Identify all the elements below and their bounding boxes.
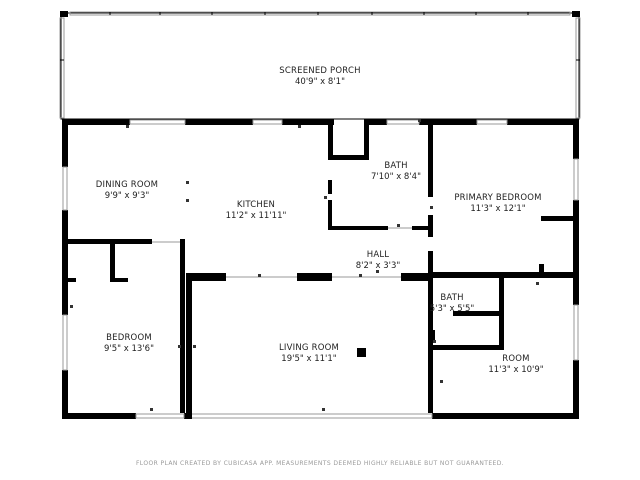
room-dimensions: 5'3" x 5'5" [429, 304, 475, 314]
room-label-dining-room: DINING ROOM 9'9" x 9'3" [96, 180, 158, 202]
room-name: DINING ROOM [95, 180, 159, 190]
door-markers [152, 227, 412, 278]
exterior-walls [62, 119, 579, 419]
footer-disclaimer: FLOOR PLAN CREATED BY CUBICASA APP. MEAS… [135, 460, 505, 467]
room-label-bedroom: BEDROOM 9'5" x 13'6" [104, 333, 154, 355]
room-name: BATH [440, 293, 464, 303]
door-ticks [70, 119, 539, 411]
room-dimensions: 11'3" x 10'9" [488, 365, 544, 375]
room-name: PRIMARY BEDROOM [454, 193, 542, 203]
room-label-primary-bedroom: PRIMARY BEDROOM 11'3" x 12'1" [454, 193, 541, 215]
windows [62, 119, 579, 419]
room-dimensions: 9'9" x 9'3" [104, 191, 150, 201]
room-label-bath-2: BATH 5'3" x 5'5" [430, 293, 475, 315]
room-label-room: ROOM 11'3" x 10'9" [488, 354, 543, 376]
room-name: ROOM [502, 354, 530, 364]
room-name: KITCHEN [236, 200, 276, 210]
room-dimensions: 9'5" x 13'6" [104, 344, 154, 354]
room-name: BATH [384, 161, 408, 171]
room-label-hall: HALL 8'2" x 3'3" [356, 250, 401, 272]
interior-walls [62, 119, 579, 419]
room-name: BEDROOM [106, 333, 152, 343]
room-dimensions: 7'10" x 8'4" [371, 172, 421, 182]
room-dimensions: 19'5" x 11'1" [281, 354, 337, 364]
room-name: LIVING ROOM [278, 343, 340, 353]
room-name: HALL [366, 250, 390, 260]
room-dimensions: 8'2" x 3'3" [355, 261, 401, 271]
room-label-screened-porch: SCREENED PORCH 40'9" x 8'1" [279, 66, 360, 88]
room-name: SCREENED PORCH [279, 66, 361, 76]
room-label-kitchen: KITCHEN 11'2" x 11'11" [226, 200, 287, 222]
room-label-living-room: LIVING ROOM 19'5" x 11'1" [279, 343, 339, 365]
screened-porch-walls [59, 11, 581, 120]
room-label-bath-1: BATH 7'10" x 8'4" [371, 161, 421, 183]
room-dimensions: 11'2" x 11'11" [225, 211, 287, 221]
room-dimensions: 11'3" x 12'1" [470, 204, 526, 214]
room-dimensions: 40'9" x 8'1" [295, 77, 345, 87]
